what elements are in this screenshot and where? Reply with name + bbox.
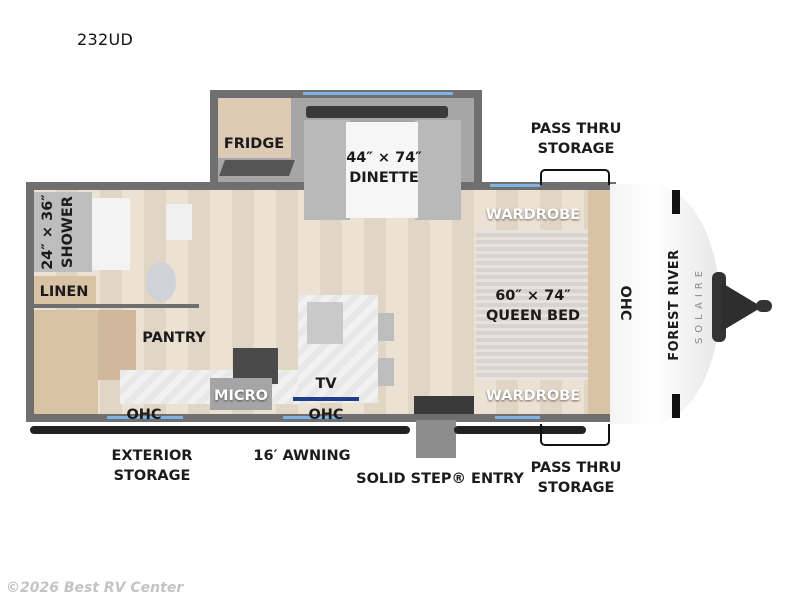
copyright-watermark: ©2026 Best RV Center <box>6 580 184 596</box>
dinette-window <box>303 92 453 95</box>
rear-cabinet <box>34 310 98 414</box>
front-cap-stripe-top <box>672 190 680 214</box>
bath-sink <box>166 204 192 240</box>
queen-bed <box>476 230 598 380</box>
micro-label: MICRO <box>214 388 268 404</box>
awning-label: 16′ AWNING <box>253 448 351 464</box>
wardrobe-label-bottom: WARDROBE <box>485 388 581 404</box>
dinette-table <box>346 122 418 218</box>
pantry-label: PANTRY <box>142 330 206 346</box>
dinette-size-label: 44″ × 74″ <box>346 150 422 166</box>
fridge-label: FRIDGE <box>223 136 285 152</box>
front-cap-stripe-bottom <box>672 394 680 418</box>
shower-label: SHOWER <box>60 196 76 268</box>
dinette-window-sill <box>306 106 448 118</box>
pass-thru-storage-bottom-label-2: STORAGE <box>537 480 615 496</box>
exterior-storage-label-1: EXTERIOR <box>111 448 193 464</box>
pass-thru-storage-top-label-2: STORAGE <box>537 141 615 157</box>
pass-thru-storage-bottom-outline <box>540 424 610 446</box>
queen-bed-label: QUEEN BED <box>485 308 581 324</box>
awning-rail-rear <box>30 426 410 434</box>
exterior-storage-label-2: STORAGE <box>113 468 191 484</box>
ohc-label-front: OHC <box>617 285 633 321</box>
series-logo-text: SOLAIRE <box>694 265 705 345</box>
fridge-door <box>219 160 295 176</box>
dinette-label: DINETTE <box>349 170 419 186</box>
ohc-window-center <box>283 416 343 419</box>
pass-thru-storage-bottom-label-1: PASS THRU <box>530 460 622 476</box>
ohc-label-rear: OHC <box>126 407 162 423</box>
fridge <box>218 98 291 158</box>
hitch-coupler <box>756 300 772 312</box>
linen-label: LINEN <box>39 284 89 300</box>
bath-wall <box>34 304 199 308</box>
bed-side-cabinets <box>588 190 610 414</box>
ohc-window-left <box>107 416 183 419</box>
entry-door <box>414 396 474 414</box>
tv-label: TV <box>315 376 337 392</box>
stool-2 <box>378 358 394 386</box>
queen-bed-size-label: 60″ × 74″ <box>495 288 571 304</box>
wardrobe-window-top <box>490 184 540 187</box>
solid-step <box>416 420 456 458</box>
kitchen-sink <box>307 302 343 344</box>
pass-thru-storage-top-label-1: PASS THRU <box>530 121 622 137</box>
tv-bar <box>293 397 359 401</box>
shower-size-label: 24″ × 36″ <box>40 194 56 270</box>
ohc-label-center: OHC <box>308 407 344 423</box>
stool-1 <box>378 313 394 341</box>
hitch-a-frame <box>722 283 762 331</box>
pantry-cabinet <box>98 310 136 380</box>
dinette-bench-right <box>415 120 461 220</box>
shower <box>34 192 92 272</box>
model-title: 232UD <box>77 30 134 49</box>
wardrobe-label-top: WARDROBE <box>485 207 581 223</box>
linen-cabinet <box>34 276 96 304</box>
dinette-bench-left <box>304 120 350 220</box>
microwave <box>210 378 272 410</box>
brand-logo-text: FOREST RIVER <box>667 249 682 361</box>
wardrobe-window-bottom <box>495 416 540 419</box>
toilet <box>146 262 176 302</box>
solid-step-entry-label: SOLID STEP® ENTRY <box>356 471 524 487</box>
shower-pan <box>92 198 130 270</box>
pass-thru-storage-top-outline <box>540 169 610 185</box>
awning-rail-front <box>454 426 586 434</box>
front-cap <box>610 184 720 424</box>
